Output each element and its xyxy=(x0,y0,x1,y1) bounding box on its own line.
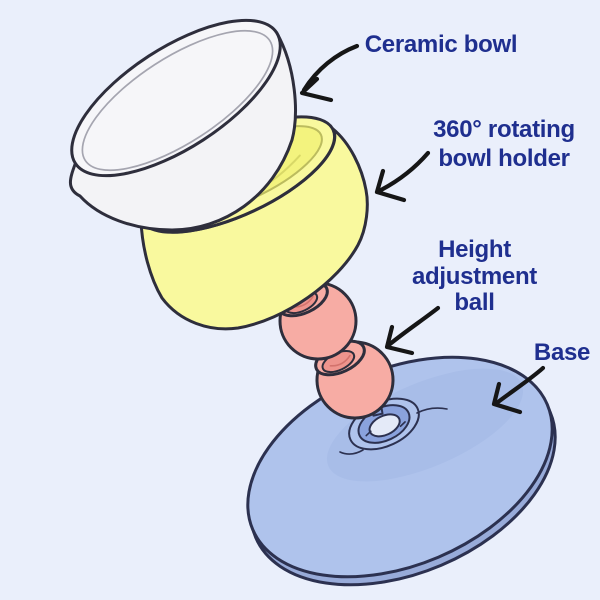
label-height-adjustment-ball: Height adjustment ball xyxy=(403,236,546,317)
label-bowl-holder-line2: bowl holder xyxy=(438,145,570,172)
socket-tick-right xyxy=(399,421,406,428)
arrow-head xyxy=(299,76,334,103)
arrow-shaft xyxy=(387,305,441,347)
arrow-head xyxy=(491,381,523,415)
arrow-to-ceramic-bowl xyxy=(299,43,360,103)
base-illustration xyxy=(246,355,557,587)
base-top-shading xyxy=(326,368,524,482)
base-crease-right xyxy=(416,407,448,414)
base-crease-left xyxy=(339,449,364,455)
ball-socket-depth-line xyxy=(329,354,351,367)
height-adjustment-ball-lower xyxy=(314,339,395,420)
arrow-to-bowl-holder xyxy=(374,150,431,203)
arrow-shaft xyxy=(495,365,546,405)
ceramic-bowl-illustration xyxy=(68,18,297,232)
bowl-rim-opening xyxy=(70,18,282,178)
arrow-head xyxy=(384,324,415,356)
socket-tick-left xyxy=(365,430,372,437)
label-bowl-holder-line1: 360° rotating xyxy=(433,116,575,143)
label-base: Base xyxy=(533,339,591,366)
arrow-to-base xyxy=(491,365,546,415)
label-ceramic-bowl: Ceramic bowl xyxy=(364,31,518,58)
arrow-shaft xyxy=(378,150,431,193)
arrow-to-adjustment-ball xyxy=(384,305,441,356)
arrow-shaft xyxy=(301,43,360,93)
bowl-inner-rim-line xyxy=(81,29,274,172)
arrow-head xyxy=(374,168,407,203)
label-height-ball-line3: ball xyxy=(454,289,495,316)
label-bowl-holder: 360° rotating bowl holder xyxy=(418,115,590,173)
label-height-ball-line1: Height xyxy=(438,236,511,263)
label-height-ball-line2: adjustment xyxy=(411,262,538,290)
